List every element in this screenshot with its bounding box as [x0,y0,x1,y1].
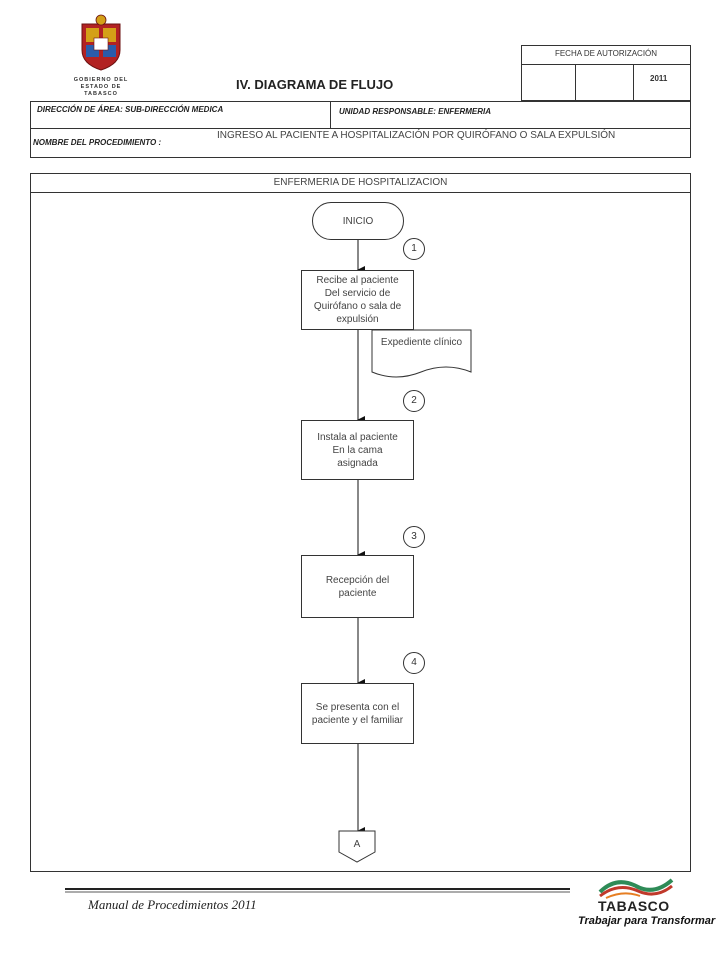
start-terminator: INICIO [312,202,404,240]
step-number-3: 3 [403,526,425,548]
step-number-2: 2 [403,390,425,412]
state-seal: GOBIERNO DEL ESTADO DE TABASCO [68,14,134,97]
document-label: Expediente clínico [380,337,463,348]
process-step-4: Se presenta con el paciente y el familia… [301,683,414,744]
procedure-name: INGRESO AL PACIENTE A HOSPITALIZACIÓN PO… [217,130,616,141]
step-number-1: 1 [403,238,425,260]
process-step-2: Instala al paciente En la cama asignada [301,420,414,480]
seal-line-3: TABASCO [84,91,118,97]
process-step-2-text: Instala al paciente En la cama asignada [317,431,398,469]
procedure-row: NOMBRE DEL PROCEDIMIENTO : INGRESO AL PA… [30,128,691,158]
direccion-label: DIRECCIÓN DE ÁREA: SUB-DIRECCIÓN MEDICA [37,105,224,114]
header-info-row: DIRECCIÓN DE ÁREA: SUB-DIRECCIÓN MEDICA … [30,101,691,129]
step-number-4: 4 [403,652,425,674]
authorization-box: FECHA DE AUTORIZACIÓN 2011 [521,45,691,101]
footer-rule [65,888,570,893]
process-step-3: Recepción del paciente [301,555,414,618]
start-label: INICIO [342,215,374,227]
process-step-3-text: Recepción del paciente [325,574,390,599]
swimlane-title: ENFERMERIA DE HOSPITALIZACION [273,177,448,188]
tabasco-logo: TABASCO Trabajar para Transformar [572,874,716,936]
process-step-4-text: Se presenta con el paciente y el familia… [311,701,404,726]
seal-line-1: GOBIERNO DEL [73,77,129,83]
tabasco-slogan: Trabajar para Transformar [578,915,716,927]
coat-of-arms-icon [81,14,121,71]
page-title: IV. DIAGRAMA DE FLUJO [236,77,394,92]
offpage-connector-shape [338,830,376,863]
unidad-label: UNIDAD RESPONSABLE: ENFERMERIA [339,107,492,116]
process-step-1: Recibe al paciente Del servicio de Quiró… [301,270,414,330]
procedure-label: NOMBRE DEL PROCEDIMIENTO : [33,138,162,147]
process-step-1-text: Recibe al paciente Del servicio de Quiró… [313,275,402,325]
document-shape [371,329,472,378]
manual-footer-text: Manual de Procedimientos 2011 [88,897,257,912]
tabasco-logo-word: TABASCO [598,898,670,914]
tabasco-swoosh-icon [598,878,674,899]
offpage-connector-label: A [353,839,361,850]
authorization-label: FECHA DE AUTORIZACIÓN [554,49,658,58]
authorization-year: 2011 [650,74,668,83]
seal-line-2: ESTADO DE [80,84,122,90]
